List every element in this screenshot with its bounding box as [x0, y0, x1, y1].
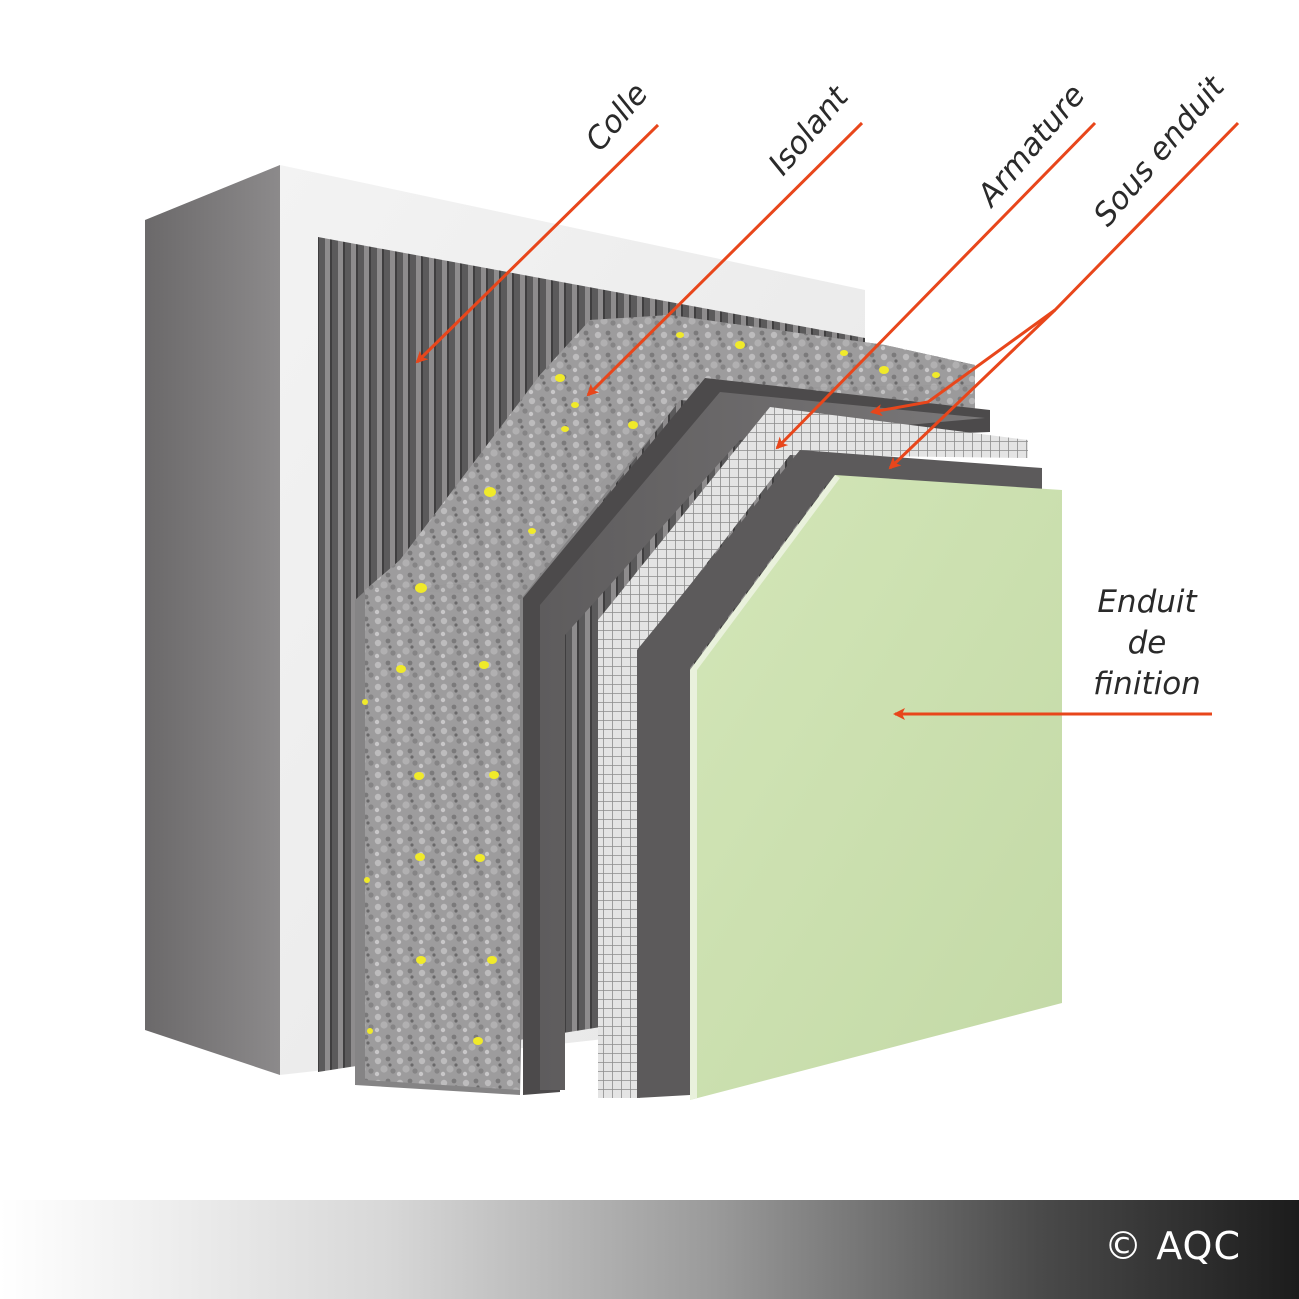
colle-arrow — [415, 123, 660, 364]
footer-bar: © AQC — [0, 1200, 1299, 1299]
label-colle: Colle — [579, 76, 656, 158]
label-enduit-line3: finition — [1093, 666, 1201, 702]
label-enduit-line1: Enduit — [1097, 584, 1198, 620]
label-enduit-line2: de — [1128, 625, 1167, 661]
insulation-yellow-dots — [362, 332, 940, 1045]
armature-arrow — [775, 121, 1097, 450]
finish-coat-layer — [690, 475, 1062, 1100]
sous-enduit-arrow — [870, 121, 1240, 417]
leader-arrows — [415, 121, 1240, 720]
copyright-text: © AQC — [1104, 1224, 1241, 1268]
label-isolant: Isolant — [762, 78, 857, 182]
sous-enduit-arrow-2 — [888, 308, 1057, 470]
second-base-coat-layer — [637, 450, 1042, 1098]
isolant-arrow — [586, 121, 864, 397]
